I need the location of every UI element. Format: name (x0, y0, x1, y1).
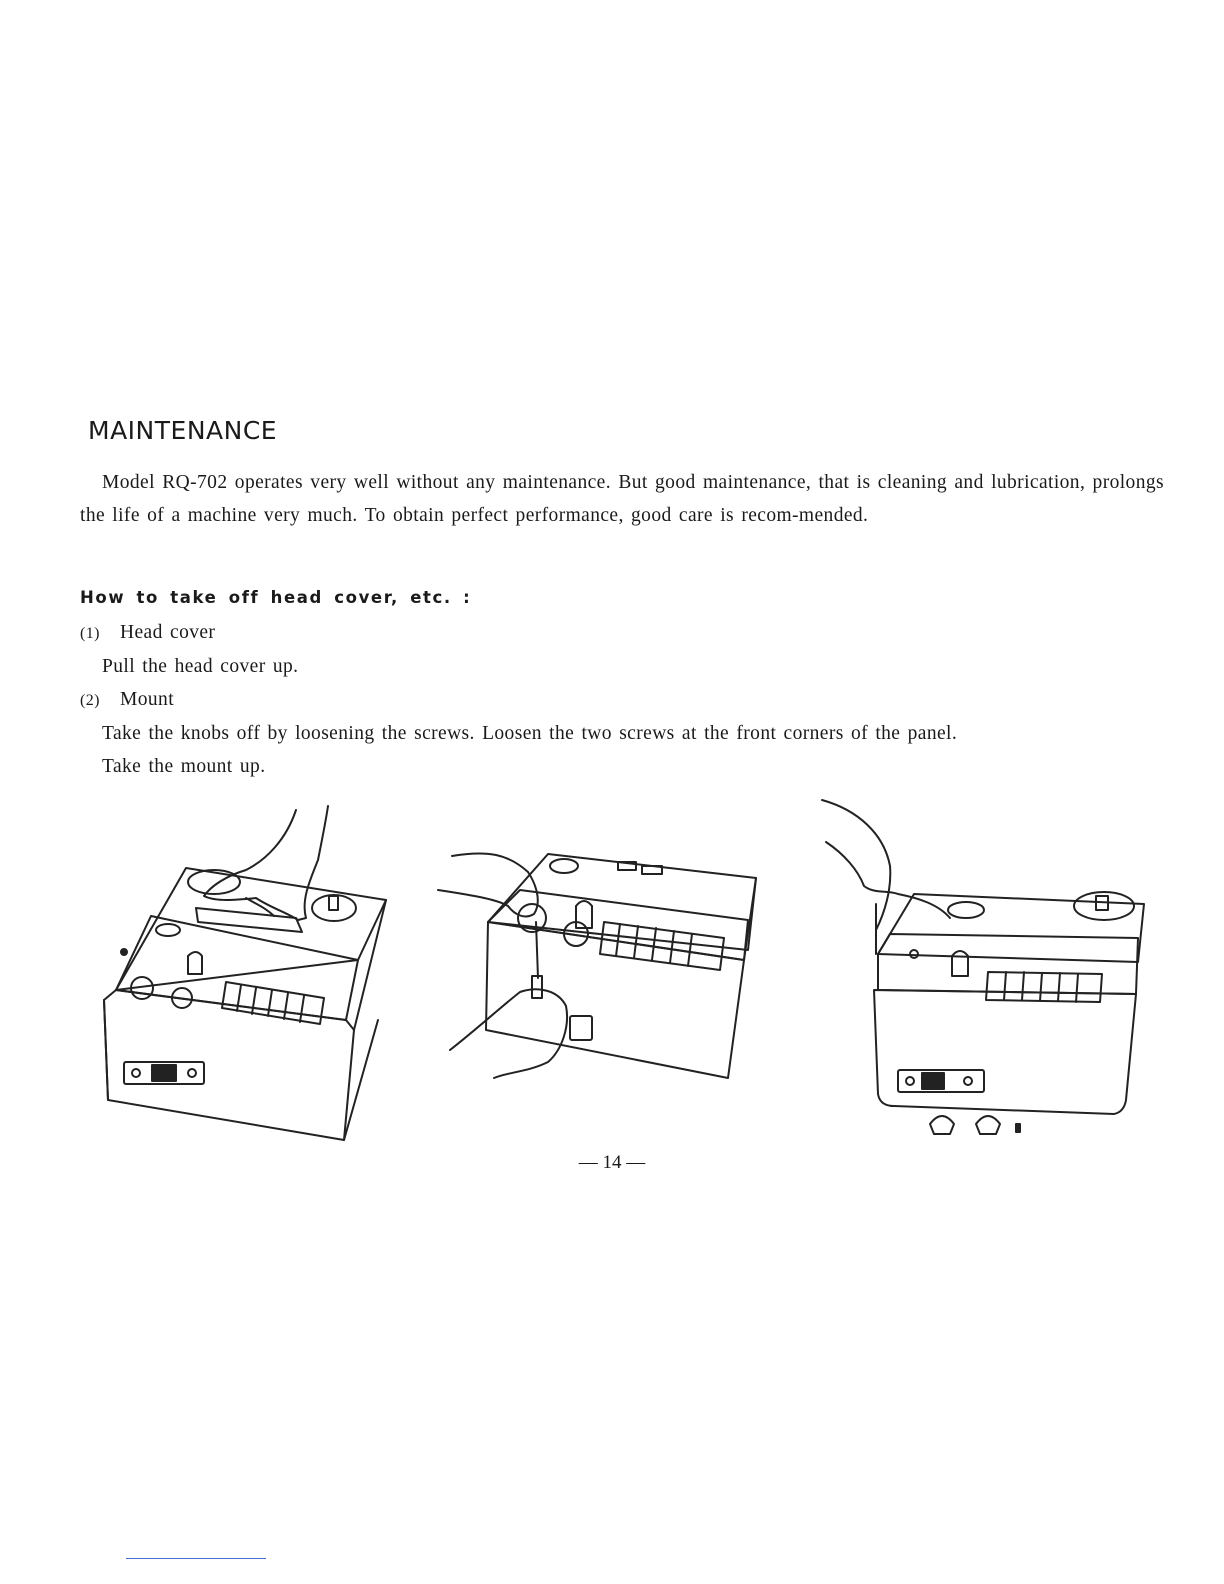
section-subheading: How to take off head cover, etc. : (80, 588, 472, 607)
step-2-heading: (2) Mount (80, 689, 174, 711)
figure-loosening-knob-screws (428, 810, 768, 1090)
figure-lifting-mount (818, 794, 1158, 1144)
step-1-label: Head cover (120, 622, 216, 643)
step-1-text: Pull the head cover up. (102, 656, 299, 677)
step-2-number: (2) (80, 692, 100, 709)
page-number: — 14 — (578, 1152, 646, 1173)
step-1-number: (1) (80, 625, 100, 642)
page-title: MAINTENANCE (88, 416, 278, 445)
step-2-text-line-1: Take the knobs off by loosening the scre… (102, 723, 958, 744)
step-2-label: Mount (120, 689, 175, 710)
step-2-text-line-2: Take the mount up. (102, 756, 266, 777)
step-1-heading: (1) Head cover (80, 622, 215, 644)
figure-lifting-head-cover (96, 800, 396, 1150)
intro-paragraph: Model RQ-702 operates very well without … (80, 472, 1164, 526)
footnote-rule (126, 1558, 266, 1559)
